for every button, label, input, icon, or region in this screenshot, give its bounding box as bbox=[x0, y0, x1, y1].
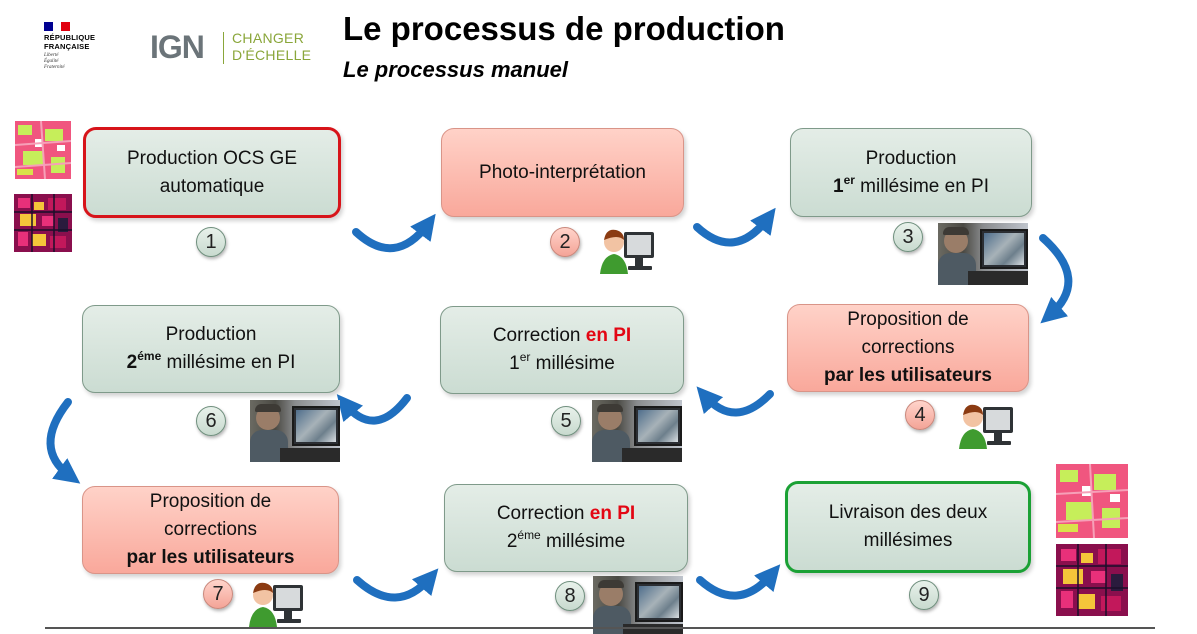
step-5-line-2: 1er millésime bbox=[509, 350, 615, 374]
step-3-line-2: 1er millésime en PI bbox=[832, 172, 990, 197]
arrow-4-to-5 bbox=[696, 386, 774, 417]
step-5-number: 5 bbox=[551, 406, 581, 436]
ign-logo-divider bbox=[223, 32, 224, 64]
bottom-divider bbox=[45, 627, 1155, 629]
step-8-box: Correction en PI 2éme millésime bbox=[444, 484, 688, 572]
step-4-line-1: Proposition de bbox=[847, 309, 969, 330]
step-7-line-3: par les utilisateurs bbox=[126, 547, 295, 568]
step-3-line-1: Production bbox=[865, 147, 957, 169]
step-4-line-2: corrections bbox=[861, 337, 955, 358]
page-title: Le processus de production bbox=[343, 10, 785, 47]
land-cover-map-image bbox=[15, 121, 71, 179]
step-5-line-1: Correction en PI bbox=[492, 325, 632, 346]
step-3-number: 3 bbox=[893, 222, 923, 252]
step-1-line-2: automatique bbox=[159, 175, 265, 197]
step-7-number: 7 bbox=[203, 579, 233, 609]
arrow-5-to-6 bbox=[336, 394, 411, 425]
user-computer-icon bbox=[249, 582, 303, 627]
arrow-2-to-3 bbox=[693, 207, 776, 247]
step-8-number: 8 bbox=[555, 581, 585, 611]
step-6-box: Production 2éme millésime en PI bbox=[82, 305, 340, 393]
step-1-line-1: Production OCS GE bbox=[126, 147, 298, 169]
land-use-map-image-final bbox=[1056, 544, 1128, 616]
photo-interpreter-photo bbox=[592, 400, 682, 462]
arrow-6-to-7 bbox=[46, 398, 81, 484]
step-6-line-2: 2éme millésime en PI bbox=[126, 349, 296, 373]
step-7-box: Proposition de corrections par les utili… bbox=[82, 486, 339, 574]
step-4-number: 4 bbox=[905, 400, 935, 430]
user-computer-icon bbox=[959, 404, 1013, 449]
step-7-line-1: Proposition de bbox=[149, 491, 272, 512]
arrow-7-to-8 bbox=[353, 568, 439, 602]
step-3-box: Production 1er millésime en PI bbox=[790, 128, 1032, 217]
ign-wordmark: IGN bbox=[150, 29, 205, 65]
step-2-box: Photo-interprétation bbox=[441, 128, 684, 217]
step-9-box: Livraison des deux millésimes bbox=[785, 481, 1031, 573]
step-5-box: Correction en PI 1er millésime bbox=[440, 306, 684, 394]
user-computer-icon bbox=[600, 229, 654, 274]
step-6-number: 6 bbox=[196, 406, 226, 436]
step-1-box: Production OCS GE automatique bbox=[83, 127, 341, 218]
step-2-number: 2 bbox=[550, 227, 580, 257]
photo-interpreter-photo bbox=[593, 576, 683, 634]
step-1-number: 1 bbox=[196, 227, 226, 257]
photo-interpreter-photo bbox=[938, 223, 1028, 285]
photo-interpreter-photo bbox=[250, 400, 340, 462]
step-7-line-2: corrections bbox=[164, 519, 257, 540]
page-subtitle: Le processus manuel bbox=[343, 57, 568, 82]
arrow-8-to-9 bbox=[696, 564, 781, 600]
step-9-number: 9 bbox=[909, 580, 939, 610]
step-4-line-3: par les utilisateurs bbox=[824, 365, 992, 386]
step-2-line-1: Photo-interprétation bbox=[479, 161, 646, 183]
step-6-line-1: Production bbox=[165, 324, 257, 345]
step-4-box: Proposition de corrections par les utili… bbox=[787, 304, 1029, 392]
french-flag-icon bbox=[44, 22, 71, 31]
step-9-line-1: Livraison des deux bbox=[828, 502, 988, 523]
step-8-line-1: Correction en PI bbox=[496, 503, 636, 524]
land-use-map-image bbox=[14, 194, 72, 252]
step-8-line-2: 2éme millésime bbox=[506, 528, 626, 552]
arrow-3-to-4 bbox=[1039, 234, 1073, 324]
step-9-line-2: millésimes bbox=[863, 530, 953, 551]
land-cover-map-image-final bbox=[1056, 464, 1128, 538]
arrow-1-to-2 bbox=[352, 213, 436, 252]
